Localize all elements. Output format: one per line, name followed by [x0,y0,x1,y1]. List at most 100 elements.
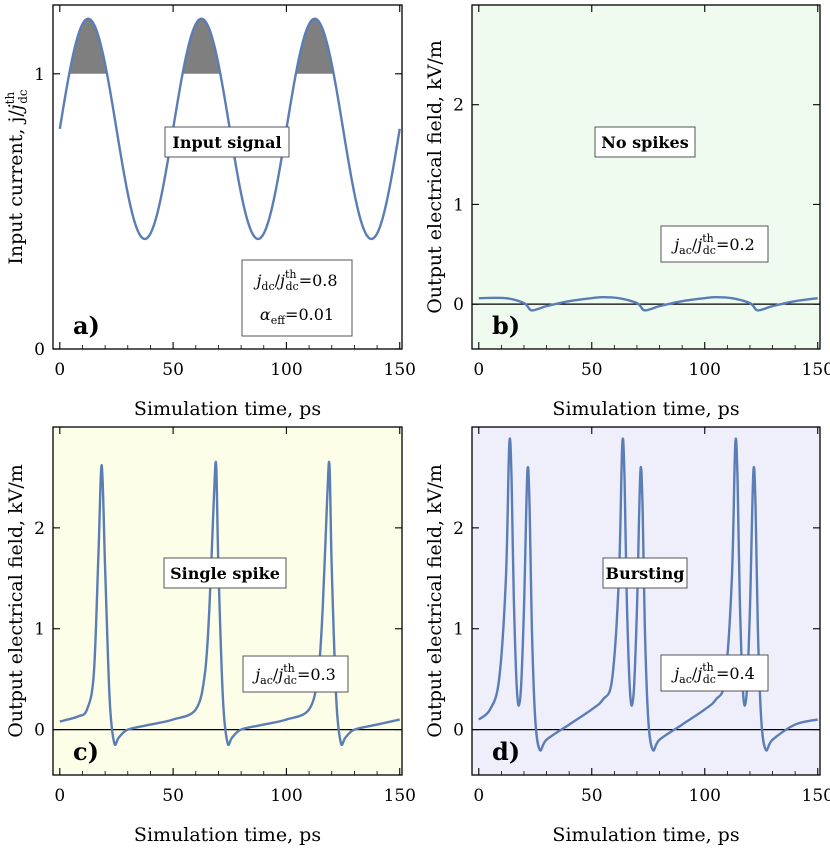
ann-j: j [694,235,702,254]
ann-sub2: dc [703,244,716,257]
plot-frame [52,4,403,350]
x-tick-label: 0 [54,360,65,380]
x-tick-label: 150 [802,360,830,380]
panel-letter: c) [73,737,99,766]
x-axis-label: Simulation time, ps [552,824,739,846]
x-tick-label: 0 [54,786,65,806]
shaded-region-3 [295,18,335,74]
ann-slash: / [692,235,698,254]
ann-sub: ac [679,673,692,686]
x-axis-label: Simulation time, ps [552,398,739,420]
x-tick-label: 100 [689,360,721,380]
ann-value: =0.2 [716,235,755,254]
ann-value: =0.01 [285,305,334,324]
title-box [163,557,287,589]
y-tick-label: 0 [34,340,45,360]
panel-letter: b) [492,311,520,340]
plot-frame [52,426,403,776]
annotation-box [660,225,769,263]
ann-value: =0.3 [297,665,336,684]
ann-sub: dc [261,280,274,293]
x-tick-label: 150 [384,360,416,380]
x-axis-label: Simulation time, ps [134,398,321,420]
ann-sub2: dc [285,280,298,293]
title-box [602,557,688,589]
ann-slash: / [275,271,281,290]
series-line [478,295,818,312]
ann-slash: / [273,665,279,684]
ann-main: j [671,235,679,254]
shaded-region-1 [68,18,108,74]
x-tick-label: 100 [270,360,302,380]
title-box [594,126,696,158]
ann-sup: th [702,232,714,245]
y-label-text: Input current, j/ [5,110,27,265]
panel-letter: d) [492,737,520,766]
y-tick-label: 1 [34,65,45,85]
shaded-region-2 [182,18,221,74]
x-axis-label: Simulation time, ps [134,824,321,846]
y-tick-label: 0 [453,721,464,741]
x-tick-label: 100 [689,786,721,806]
y-axis-label: Output electrical field, kV/m [424,464,446,738]
x-tick-label: 0 [473,786,484,806]
ann-sub2: dc [284,674,297,687]
ann-value: =0.8 [299,271,338,290]
ann-j: j [275,665,283,684]
ann-main: α [260,305,271,324]
annotation-box [660,654,769,692]
y-tick-label: 0 [34,721,45,741]
x-tick-label: 150 [384,786,416,806]
plot-background [472,5,820,349]
y-axis-label: Output electrical field, kV/m [5,464,27,738]
y-tick-label: 0 [453,295,464,315]
x-tick-label: 50 [581,360,603,380]
y-axis-label: Input current, j/jthdc [3,89,30,265]
y-tick-label: 2 [453,96,464,116]
ann-j: j [694,664,702,683]
y-tick-label: 1 [34,620,45,640]
x-tick-label: 150 [802,786,830,806]
panel-title: Bursting [606,564,685,583]
ann-main: j [252,665,260,684]
ann-main: j [671,664,679,683]
plot-frame [471,4,821,350]
y-tick-label: 2 [453,519,464,539]
y-label-sup: th [3,92,17,105]
ann-sup: th [702,661,714,674]
ann-j: j [277,271,285,290]
ann-sup: th [283,662,295,675]
series-line [59,460,400,747]
ann-sub: ac [260,674,273,687]
title-box [164,126,290,158]
x-tick-label: 50 [162,360,184,380]
ann-main: j [253,271,261,290]
y-label-sub: dc [16,89,30,104]
ann-sup: th [285,268,297,281]
y-axis-label: Output electrical field, kV/m [424,40,446,314]
y-tick-label: 1 [453,195,464,215]
y-tick-label: 1 [453,620,464,640]
ann-sub: eff [271,314,287,327]
ann-sub: ac [679,244,692,257]
panel-title: Single spike [170,564,280,583]
ann-value: =0.4 [716,664,755,683]
annotation-box [241,259,353,337]
x-tick-label: 100 [270,786,302,806]
x-tick-label: 50 [162,786,184,806]
plot-frame [471,426,821,776]
y-tick-label: 2 [34,519,45,539]
annotation-box [242,655,349,693]
panel-title: No spikes [601,133,688,152]
panel-letter: a) [73,311,100,340]
ann-sub2: dc [703,673,716,686]
ann-slash: / [692,664,698,683]
annotation-text: αeff=0.01 [260,305,334,327]
